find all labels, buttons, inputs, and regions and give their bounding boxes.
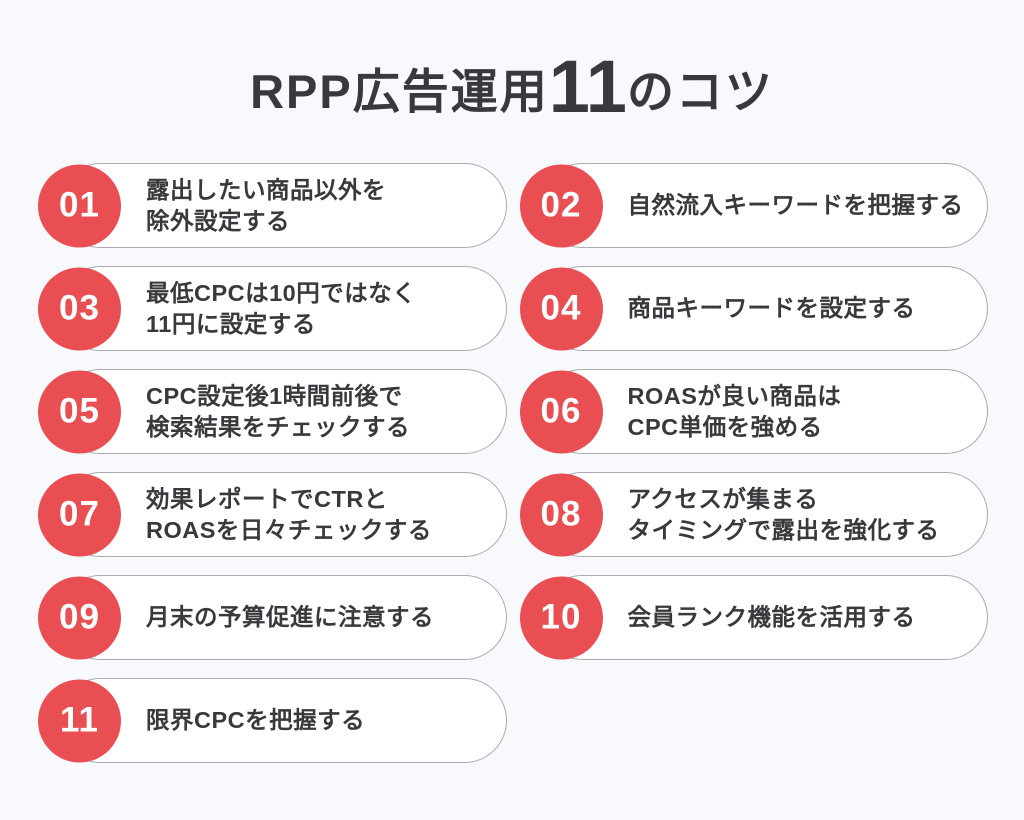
tip-card: 04 商品キーワードを設定する xyxy=(519,266,988,351)
tip-number-badge: 04 xyxy=(519,267,603,350)
tip-number-badge: 03 xyxy=(38,267,121,350)
tip-text-line2: 検索結果をチェックする xyxy=(146,413,410,440)
tip-text-line1: 月末の予算促進に注意する xyxy=(146,604,434,630)
tip-pill: CPC設定後1時間前後で 検索結果をチェックする xyxy=(58,369,507,454)
tip-pill: 月末の予算促進に注意する xyxy=(58,575,507,660)
tip-pill: 商品キーワードを設定する xyxy=(539,266,988,351)
tip-text-line1: CPC設定後1時間前後で xyxy=(146,382,403,409)
title-prefix: RPP広告運用 xyxy=(250,65,549,118)
tip-pill: アクセスが集まる タイミングで露出を強化する xyxy=(539,472,988,557)
tip-text-line2: 除外設定する xyxy=(146,207,290,234)
tip-text-line1: 自然流入キーワードを把握する xyxy=(627,192,964,218)
tip-text-line1: 最低CPCは10円ではなく xyxy=(146,279,417,306)
tip-number: 03 xyxy=(59,288,100,328)
tip-number: 02 xyxy=(540,185,582,225)
tip-number-badge: 11 xyxy=(38,679,121,762)
tip-card: 01 露出したい商品以外を 除外設定する xyxy=(38,163,507,248)
tip-number-badge: 10 xyxy=(519,576,603,659)
tip-text-line1: 商品キーワードを設定する xyxy=(627,295,916,321)
tip-text-line1: 会員ランク機能を活用する xyxy=(627,604,916,630)
tip-card: 02 自然流入キーワードを把握する xyxy=(519,163,988,248)
page-title: RPP広告運用11のコツ xyxy=(250,50,774,124)
tip-text-line1: 効果レポートでCTRと xyxy=(146,485,388,512)
title-number: 11 xyxy=(548,45,627,128)
tip-card: 09 月末の予算促進に注意する xyxy=(38,575,507,660)
tip-text-line2: CPC単価を強める xyxy=(627,413,823,440)
header: RPP広告運用11のコツ xyxy=(0,0,1024,160)
tip-number: 07 xyxy=(59,494,100,534)
tip-number: 11 xyxy=(60,700,99,740)
tips-list: 01 露出したい商品以外を 除外設定する 02 自然流入キーワードを把握する 0… xyxy=(0,160,1024,763)
tip-number: 06 xyxy=(540,391,582,431)
title-suffix: のコツ xyxy=(626,65,774,118)
tip-pill: 限界CPCを把握する xyxy=(58,678,507,763)
tip-text-line1: 露出したい商品以外を xyxy=(146,176,386,203)
tip-number-badge: 02 xyxy=(519,164,603,247)
tip-pill: 露出したい商品以外を 除外設定する xyxy=(58,163,507,248)
tip-text-line1: アクセスが集まる xyxy=(627,485,819,512)
tip-pill: 最低CPCは10円ではなく 11円に設定する xyxy=(58,266,507,351)
tip-card: 05 CPC設定後1時間前後で 検索結果をチェックする xyxy=(38,369,507,454)
tip-pill: ROASが良い商品は CPC単価を強める xyxy=(539,369,988,454)
tip-text-line2: 11円に設定する xyxy=(146,310,316,337)
tip-card: 11 限界CPCを把握する xyxy=(38,678,507,763)
tip-text-line1: ROASが良い商品は xyxy=(627,382,842,409)
tip-pill: 効果レポートでCTRと ROASを日々チェックする xyxy=(58,472,507,557)
tip-number: 05 xyxy=(59,391,100,431)
tip-number-badge: 08 xyxy=(519,473,603,556)
tip-number-badge: 09 xyxy=(38,576,121,659)
tip-card: 10 会員ランク機能を活用する xyxy=(519,575,988,660)
tip-card: 08 アクセスが集まる タイミングで露出を強化する xyxy=(519,472,988,557)
tip-number: 09 xyxy=(59,597,100,637)
tip-number: 08 xyxy=(540,494,582,534)
tip-text-line2: タイミングで露出を強化する xyxy=(627,516,940,543)
tip-number-badge: 07 xyxy=(38,473,121,556)
tip-number: 10 xyxy=(540,597,582,637)
tip-card: 06 ROASが良い商品は CPC単価を強める xyxy=(519,369,988,454)
tip-number: 01 xyxy=(59,185,100,225)
tip-card: 03 最低CPCは10円ではなく 11円に設定する xyxy=(38,266,507,351)
tip-number: 04 xyxy=(540,288,582,328)
tip-number-badge: 01 xyxy=(38,164,121,247)
tip-card: 07 効果レポートでCTRと ROASを日々チェックする xyxy=(38,472,507,557)
tip-text-line2: ROASを日々チェックする xyxy=(146,516,432,543)
tip-number-badge: 06 xyxy=(519,370,603,453)
tip-text-line1: 限界CPCを把握する xyxy=(146,707,366,733)
tip-number-badge: 05 xyxy=(38,370,121,453)
tip-pill: 会員ランク機能を活用する xyxy=(539,575,988,660)
tip-pill: 自然流入キーワードを把握する xyxy=(539,163,988,248)
